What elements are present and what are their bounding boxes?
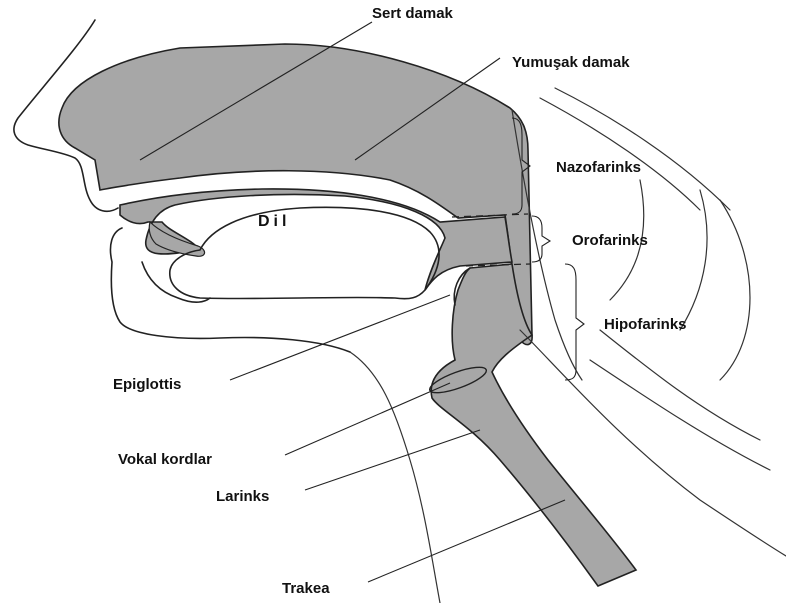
larynx-trachea bbox=[431, 264, 636, 586]
label-hipofarinks: Hipofarinks bbox=[604, 316, 687, 333]
label-epiglottis: Epiglottis bbox=[113, 376, 181, 393]
cervical-line-3 bbox=[720, 200, 750, 380]
label-dil: Dil bbox=[258, 213, 290, 230]
label-trakea: Trakea bbox=[282, 580, 330, 597]
jaw-line bbox=[142, 262, 210, 302]
vokal-kordlar-leader bbox=[285, 383, 450, 455]
tongue-outline bbox=[170, 207, 439, 298]
label-yumusak-damak: Yumuşak damak bbox=[512, 54, 630, 71]
label-sert-damak: Sert damak bbox=[372, 5, 454, 22]
trakea-leader bbox=[368, 500, 565, 582]
posterior-wall-3 bbox=[540, 98, 700, 210]
orofarinks-bracket bbox=[532, 216, 550, 262]
cervical-line-2 bbox=[680, 190, 707, 330]
label-nazofarinks: Nazofarinks bbox=[556, 159, 641, 176]
larinks-leader bbox=[305, 430, 480, 490]
label-orofarinks: Orofarinks bbox=[572, 232, 648, 249]
label-vokal-kordlar: Vokal kordlar bbox=[118, 451, 212, 468]
cervical-line-4 bbox=[600, 330, 760, 440]
hipofarinks-bracket bbox=[565, 264, 584, 380]
cervical-line-5 bbox=[590, 360, 770, 470]
neck-front bbox=[350, 352, 440, 603]
label-larinks: Larinks bbox=[216, 488, 269, 505]
